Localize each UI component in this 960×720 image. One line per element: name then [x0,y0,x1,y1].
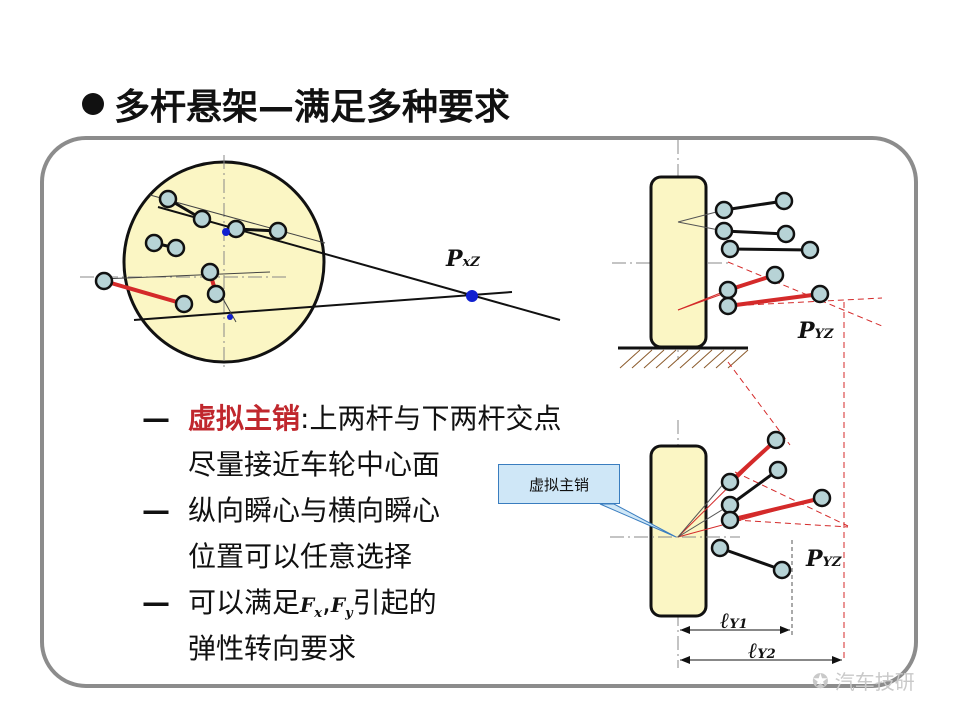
dash-marker: — [142,586,170,619]
highlight-term: 虚拟主销 [188,402,301,435]
bullet-text: 弹性转向要求 [188,632,357,665]
pyz-line-lower [734,519,849,528]
upper-link [723,199,785,212]
lower-link-red [727,292,821,308]
pyz-label-bottom: PYZ [806,546,842,572]
virtual-kingpin-callout: 虚拟主销 [498,464,620,504]
ground-hatch [619,349,749,369]
construction-line [677,504,731,538]
construction-line [149,194,326,244]
wheel-front-top [649,175,708,349]
bullet-list: — 虚拟主销 :上两杆与下两杆交点 尽量接近车轮中心面 — 纵向瞬心与横向瞬心 … [142,396,561,672]
title-text: 多杆悬架—满足多种要求 [114,87,511,128]
bullet-text: 引起的 [352,586,437,619]
separator: , [321,586,331,619]
pyz-line-lower [734,471,849,527]
fx-symbol: Fx [300,593,322,621]
side-view [80,155,561,370]
dash-marker: — [142,494,170,527]
bullet-continuation: 弹性转向要求 [142,626,561,672]
ly1-label: ℓY1 [720,608,748,634]
front-view-bottom [610,302,849,668]
ball-joints [94,189,288,314]
arrow-head [780,626,790,634]
bullet-text: 可以满足 [188,586,301,619]
lower-link-red [103,279,185,306]
upper-link-extension [157,206,561,321]
lower-link [719,546,783,572]
upper-instant-point [222,228,230,236]
arrow-head [832,656,842,664]
watermark-text: 汽车技研 [834,670,915,694]
construction-line [101,271,271,280]
slide-title: 多杆悬架—满足多种要求 [82,78,510,130]
bullet-item: — 纵向瞬心与横向瞬心 [142,488,561,534]
link [729,468,779,507]
pyz-label-top: PYZ [798,318,834,344]
construction-line [677,481,726,538]
arrow-head [680,626,690,634]
bullet-text: 纵向瞬心与横向瞬心 [188,494,441,527]
lower-instant-point [227,314,233,320]
front-view-top [612,140,883,369]
dash-marker: — [142,402,170,435]
callout-pointer [599,503,677,538]
bullet-text: :上两杆与下两杆交点 [300,402,562,435]
upper-link [723,229,787,236]
bullet-continuation: 位置可以任意选择 [142,534,561,580]
upper-link [729,247,811,252]
ball-joints-front-top [714,191,830,316]
upper-link-red [728,438,778,484]
arrow-head [680,656,690,664]
wheel-front-bottom [649,444,708,618]
pxz-point [466,290,478,302]
title-bullet-icon [82,93,104,115]
bullet-text: 位置可以任意选择 [188,540,413,573]
pxz-label: PxZ [446,246,480,272]
pyz-connector [727,361,791,446]
bullet-continuation: 尽量接近车轮中心面 [142,442,561,488]
lower-link-extension [133,291,513,321]
bullet-item: — 可以满足 Fx , Fy 引起的 [142,580,561,626]
watermark: ✪ 汽车技研 [812,666,915,695]
ly2-label: ℓY2 [748,638,776,664]
bullet-text: 尽量接近车轮中心面 [188,448,441,481]
bullet-item: — 虚拟主销 :上两杆与下两杆交点 [142,396,561,442]
wechat-icon: ✪ [812,668,829,693]
upper-link-red [729,496,823,522]
fy-symbol: Fy [330,593,353,621]
content-frame [40,136,918,688]
ball-joints-front-bottom [710,430,832,580]
